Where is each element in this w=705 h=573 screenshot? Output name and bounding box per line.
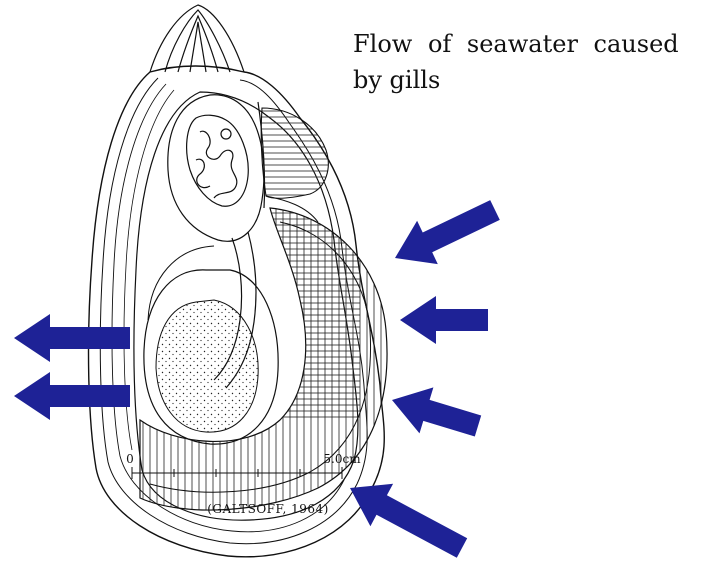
heart-region: [261, 108, 328, 222]
inflow-arrow-1: [395, 200, 500, 264]
citation: (GALTSOFF, 1964): [207, 502, 329, 516]
caption: Flow of seawater caused by gills: [353, 26, 705, 98]
caption-line-2: by gills: [353, 62, 705, 98]
scale-end-label: 5.0cm: [323, 452, 361, 466]
inflow-arrow-2: [400, 296, 488, 344]
scale-start-label: 0: [126, 452, 134, 466]
inflow-arrow-4: [350, 484, 467, 558]
hinge-umbo: [150, 5, 244, 72]
caption-line-1: Flow of seawater caused: [353, 26, 705, 62]
inflow-arrow-3: [392, 387, 481, 436]
adductor-muscle: [144, 270, 278, 444]
outflow-arrow-1: [14, 314, 130, 362]
